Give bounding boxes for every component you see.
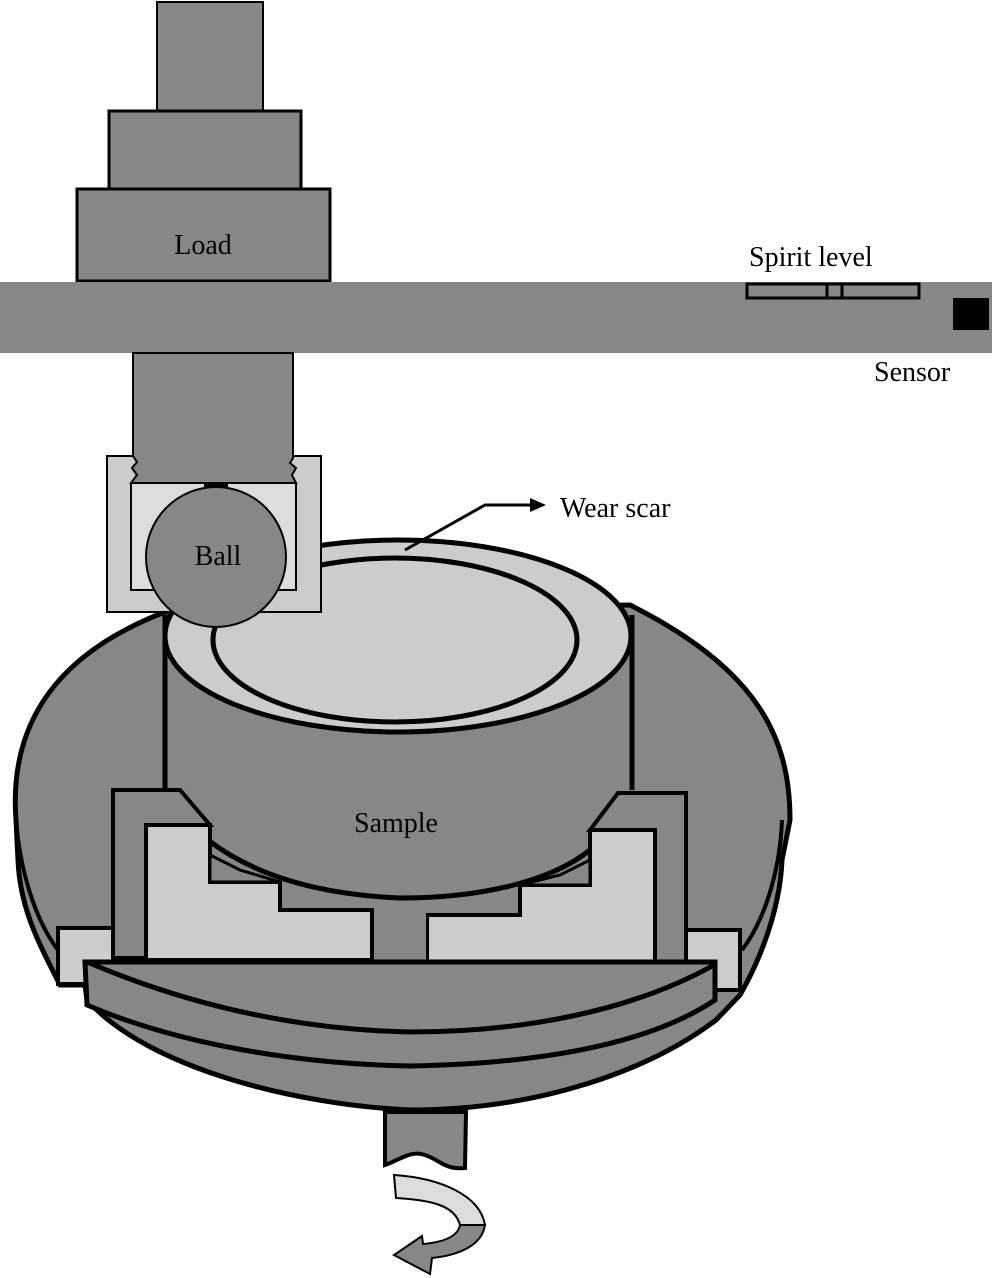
center-post — [374, 905, 426, 965]
wear-scar-label: Wear scar — [560, 493, 671, 524]
spirit-level-label: Spirit level — [749, 242, 873, 273]
sample-label: Sample — [354, 808, 438, 839]
rotation-arrow-icon — [392, 1173, 487, 1276]
ball-label: Ball — [195, 541, 242, 572]
spirit-level — [745, 282, 921, 300]
wear-scar-pointer — [404, 498, 546, 552]
load-weight-bottom — [75, 187, 332, 283]
load-weights: Load — [75, 1, 332, 283]
load-label: Load — [174, 230, 232, 261]
sensor-label: Sensor — [874, 357, 951, 388]
ball — [145, 486, 287, 628]
load-weight-middle — [107, 109, 303, 191]
drive-shaft — [383, 1110, 469, 1171]
turntable-front-jaw — [82, 959, 718, 1069]
load-weight-top — [156, 1, 264, 112]
sensor — [953, 298, 989, 330]
